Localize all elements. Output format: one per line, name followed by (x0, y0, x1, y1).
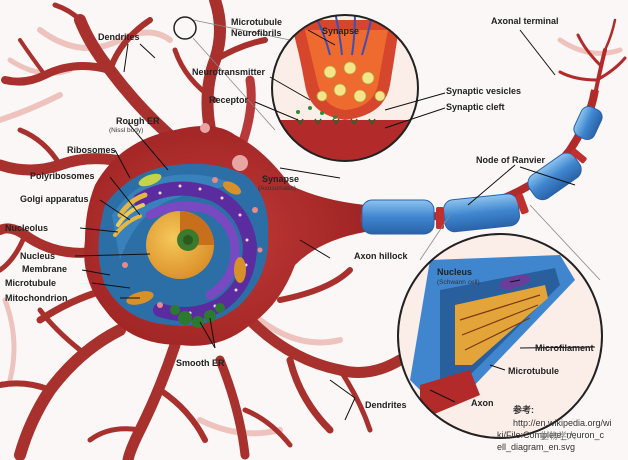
reference-line-3: ell_diagram_en.svg (497, 442, 576, 452)
reference-heading: 参考: (513, 405, 534, 415)
golgi-apparatus (113, 192, 148, 237)
label-receptor: Receptor (209, 95, 249, 105)
label-microtubule: Microtubule (231, 17, 282, 27)
watermark: 生物学人 (540, 431, 577, 441)
label-node-of-ranvier: Node of Ranvier (476, 155, 546, 165)
label-nucleus: Nucleus (20, 251, 56, 261)
vesicle-dots (122, 177, 263, 308)
label-rough-er: Rough ER (116, 116, 160, 126)
label-nucleus-schwann: Nucleus (437, 267, 473, 277)
axon-inset (397, 233, 603, 439)
mitochondria (126, 173, 246, 305)
zoom-marker (173, 16, 197, 40)
synapse-knobs (200, 123, 248, 171)
synapse-inset (271, 14, 419, 162)
label-synaptic-cleft: Synaptic cleft (446, 102, 505, 112)
label-axonal-terminal: Axonal terminal (491, 16, 559, 26)
dendrite-branches (0, 0, 406, 460)
label-nissl-body: (Nissl body) (109, 127, 144, 134)
label-axosomatic: (Axosomatic) (258, 185, 296, 192)
label-smooth-er: Smooth ER (176, 358, 225, 368)
zoom-connectors (192, 19, 601, 281)
label-schwann-cell: (Schwann cell) (437, 279, 480, 286)
label-synapse-top: Synapse (322, 26, 360, 36)
label-synapse-mid: Synapse (262, 174, 300, 184)
label-nucleolus: Nucleolus (5, 223, 49, 233)
axonal-terminal (558, 18, 627, 97)
nucleolus-core (183, 235, 193, 245)
label-synaptic-vesicles: Synaptic vesicles (446, 86, 522, 96)
rough-er (133, 181, 258, 321)
ranvier-nodes (436, 148, 587, 229)
label-microtubule-inset: Microtubule (508, 366, 559, 376)
reference-line-2: ki/File:Complete_neuron_c (497, 430, 605, 440)
label-mitochondrion: Mitochondrion (5, 293, 68, 303)
label-axon-hillock: Axon hillock (354, 251, 408, 261)
label-neurotransmitter: Neurotransmitter (192, 67, 266, 77)
label-polyribosomes: Polyribosomes (30, 171, 95, 181)
rough-er-ribosomes (158, 184, 249, 315)
leader-lines (74, 29, 596, 421)
label-microtubule-left: Microtubule (5, 278, 56, 288)
smooth-er (170, 303, 225, 328)
myelin-sheath (361, 105, 603, 235)
reference-line-1: http://en.wikipedia.org/wi (513, 418, 612, 428)
label-membrane: Membrane (22, 264, 68, 274)
label-ribosomes: Ribosomes (67, 145, 116, 155)
label-golgi: Golgi apparatus (20, 194, 89, 204)
label-neurofibrils: Neurofibrils (231, 28, 282, 38)
label-microfilament: Microfilament (535, 343, 594, 353)
label-dendrites-top: Dendrites (98, 32, 140, 42)
label-axon: Axon (471, 398, 494, 408)
label-dendrites-bottom: Dendrites (365, 400, 407, 410)
